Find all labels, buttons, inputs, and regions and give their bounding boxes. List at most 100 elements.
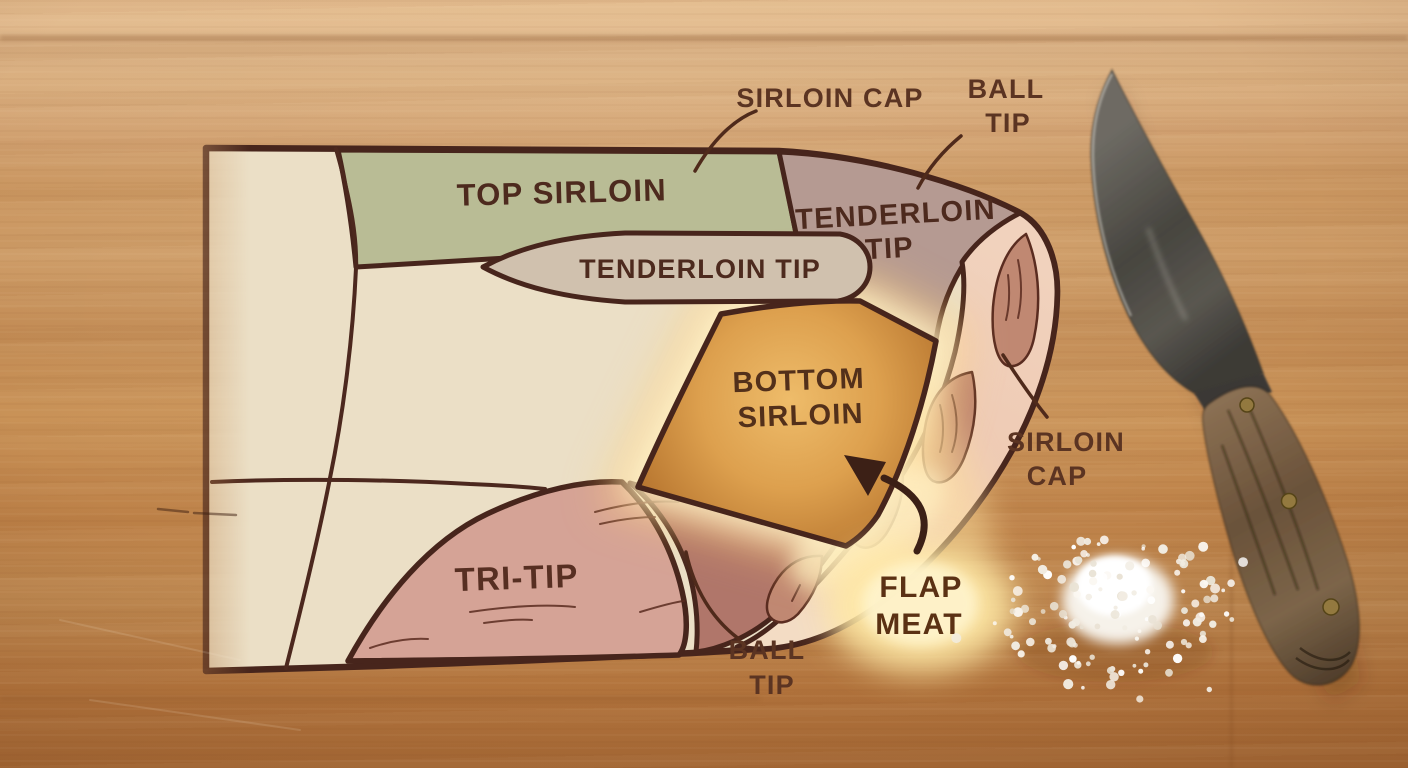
salt-pile — [951, 535, 1248, 703]
boundary-line-horizontal — [210, 477, 547, 491]
salt-crystal — [1158, 544, 1168, 554]
salt-crystal — [1184, 550, 1195, 561]
board-scratches — [59, 507, 301, 731]
salt-crystal — [1073, 590, 1081, 598]
salt-crystal — [1144, 617, 1149, 622]
salt-crystal — [1071, 544, 1076, 550]
salt-crystal — [1118, 591, 1128, 601]
handle-butt-lines — [1295, 647, 1351, 671]
salt-crystal — [1180, 561, 1186, 567]
knife-etching — [1146, 227, 1188, 321]
salt-crystal — [1199, 579, 1209, 589]
salt-crystal — [1099, 535, 1109, 545]
salt-crystal — [1206, 575, 1216, 586]
salt-crystal — [1153, 621, 1162, 630]
salt-crystal — [1165, 640, 1174, 649]
salt-crystal — [1191, 599, 1200, 608]
salt-crystal — [1009, 575, 1015, 581]
salt-crystal — [1079, 625, 1084, 630]
salt-crystal — [1209, 620, 1217, 628]
label-ball-tip-top: BALL — [968, 74, 1045, 104]
salt-crystal — [1058, 610, 1068, 619]
salt-crystal — [1106, 680, 1116, 690]
label-sirloin-cap-right: CAP — [1027, 461, 1088, 491]
salt-crystal — [1076, 536, 1086, 546]
salt-crystal — [1073, 642, 1078, 648]
salt-crystal — [1049, 601, 1059, 611]
salt-crystal — [1206, 686, 1213, 693]
knife-rivet — [1280, 492, 1298, 510]
salt-crystal — [1146, 585, 1155, 594]
salt-crystal — [1058, 660, 1069, 671]
salt-crystal — [1063, 560, 1072, 569]
label-flap-meat: MEAT — [875, 608, 963, 641]
label-ball-tip-bottom: BALL — [729, 635, 806, 665]
salt-crystal — [1229, 617, 1235, 622]
salt-crystal — [1185, 642, 1192, 649]
salt-crystal — [1122, 625, 1128, 631]
chef-knife — [1090, 68, 1362, 702]
salt-crystal — [1011, 641, 1020, 651]
salt-crystal — [1090, 560, 1097, 567]
muscle-lobe — [991, 232, 1040, 368]
board-seam — [0, 697, 761, 700]
salt-crystal — [1147, 596, 1156, 605]
salt-crystal — [992, 621, 997, 626]
knife-handle — [1202, 385, 1360, 686]
salt-crystal — [1192, 617, 1202, 627]
label-bottom-sirloin: BOTTOM — [732, 363, 865, 400]
salt-crystal — [1069, 582, 1080, 592]
salt-crystal — [1134, 636, 1139, 641]
knife-blade — [1090, 68, 1264, 404]
salt-crystal — [1090, 597, 1096, 604]
salt-crystal — [1096, 542, 1101, 546]
salt-crystal — [1098, 572, 1108, 583]
salt-crystal — [1037, 564, 1048, 575]
salt-crystal — [1009, 634, 1014, 639]
label-tenderloin-tip-oval: TENDERLOIN TIP — [579, 254, 821, 284]
knife-edge-highlight — [1091, 73, 1133, 317]
leader-ball-tip-bottom — [684, 550, 741, 641]
salt-crystal — [1143, 662, 1149, 668]
salt-crystal — [1098, 587, 1103, 592]
salt-crystal — [1085, 593, 1093, 601]
salt-crystal — [1029, 618, 1036, 626]
salt-crystal — [1057, 574, 1067, 584]
salt-crystal — [1141, 546, 1145, 551]
label-bottom-sirloin: SIRLOIN — [737, 398, 864, 434]
salt-crystal — [1083, 537, 1092, 546]
salt-crystal — [1012, 586, 1023, 596]
salt-crystal — [1181, 607, 1188, 614]
salt-crystal — [1203, 595, 1211, 604]
salt-crystal — [1118, 669, 1125, 676]
salt-crystal — [1138, 668, 1144, 674]
region-tri-tip — [345, 478, 690, 664]
salt-crystal — [1174, 569, 1181, 576]
salt-crystal — [1210, 583, 1221, 594]
salt-crystal — [1085, 661, 1091, 667]
salt-crystal — [1223, 611, 1230, 617]
salt-crystal — [1165, 668, 1173, 677]
region-tenderloin-tip-oval — [480, 230, 873, 305]
salt-crystal — [1172, 653, 1183, 664]
salt-crystal — [1131, 590, 1137, 596]
salt-crystal — [1026, 637, 1035, 647]
salt-crystal — [1094, 623, 1101, 630]
salt-crystal — [1080, 550, 1088, 558]
leader-sirloin-cap-right — [1001, 353, 1049, 419]
salt-crystal — [1109, 672, 1119, 682]
salt-crystal — [1076, 660, 1081, 665]
salt-crystal — [1069, 655, 1077, 663]
salt-crystal — [1106, 666, 1115, 675]
knife-rivet — [1239, 397, 1255, 413]
salt-crystal — [1178, 553, 1187, 562]
salt-crystal — [1010, 597, 1016, 603]
salt-crystal — [1063, 679, 1074, 690]
salt-crystal — [1116, 573, 1123, 580]
label-ball-tip-top: TIP — [985, 108, 1031, 138]
salt-crystal — [1031, 553, 1039, 561]
salt-crystal — [1020, 604, 1030, 613]
salt-crystal — [1182, 619, 1191, 627]
salt-crystal — [1045, 637, 1052, 645]
